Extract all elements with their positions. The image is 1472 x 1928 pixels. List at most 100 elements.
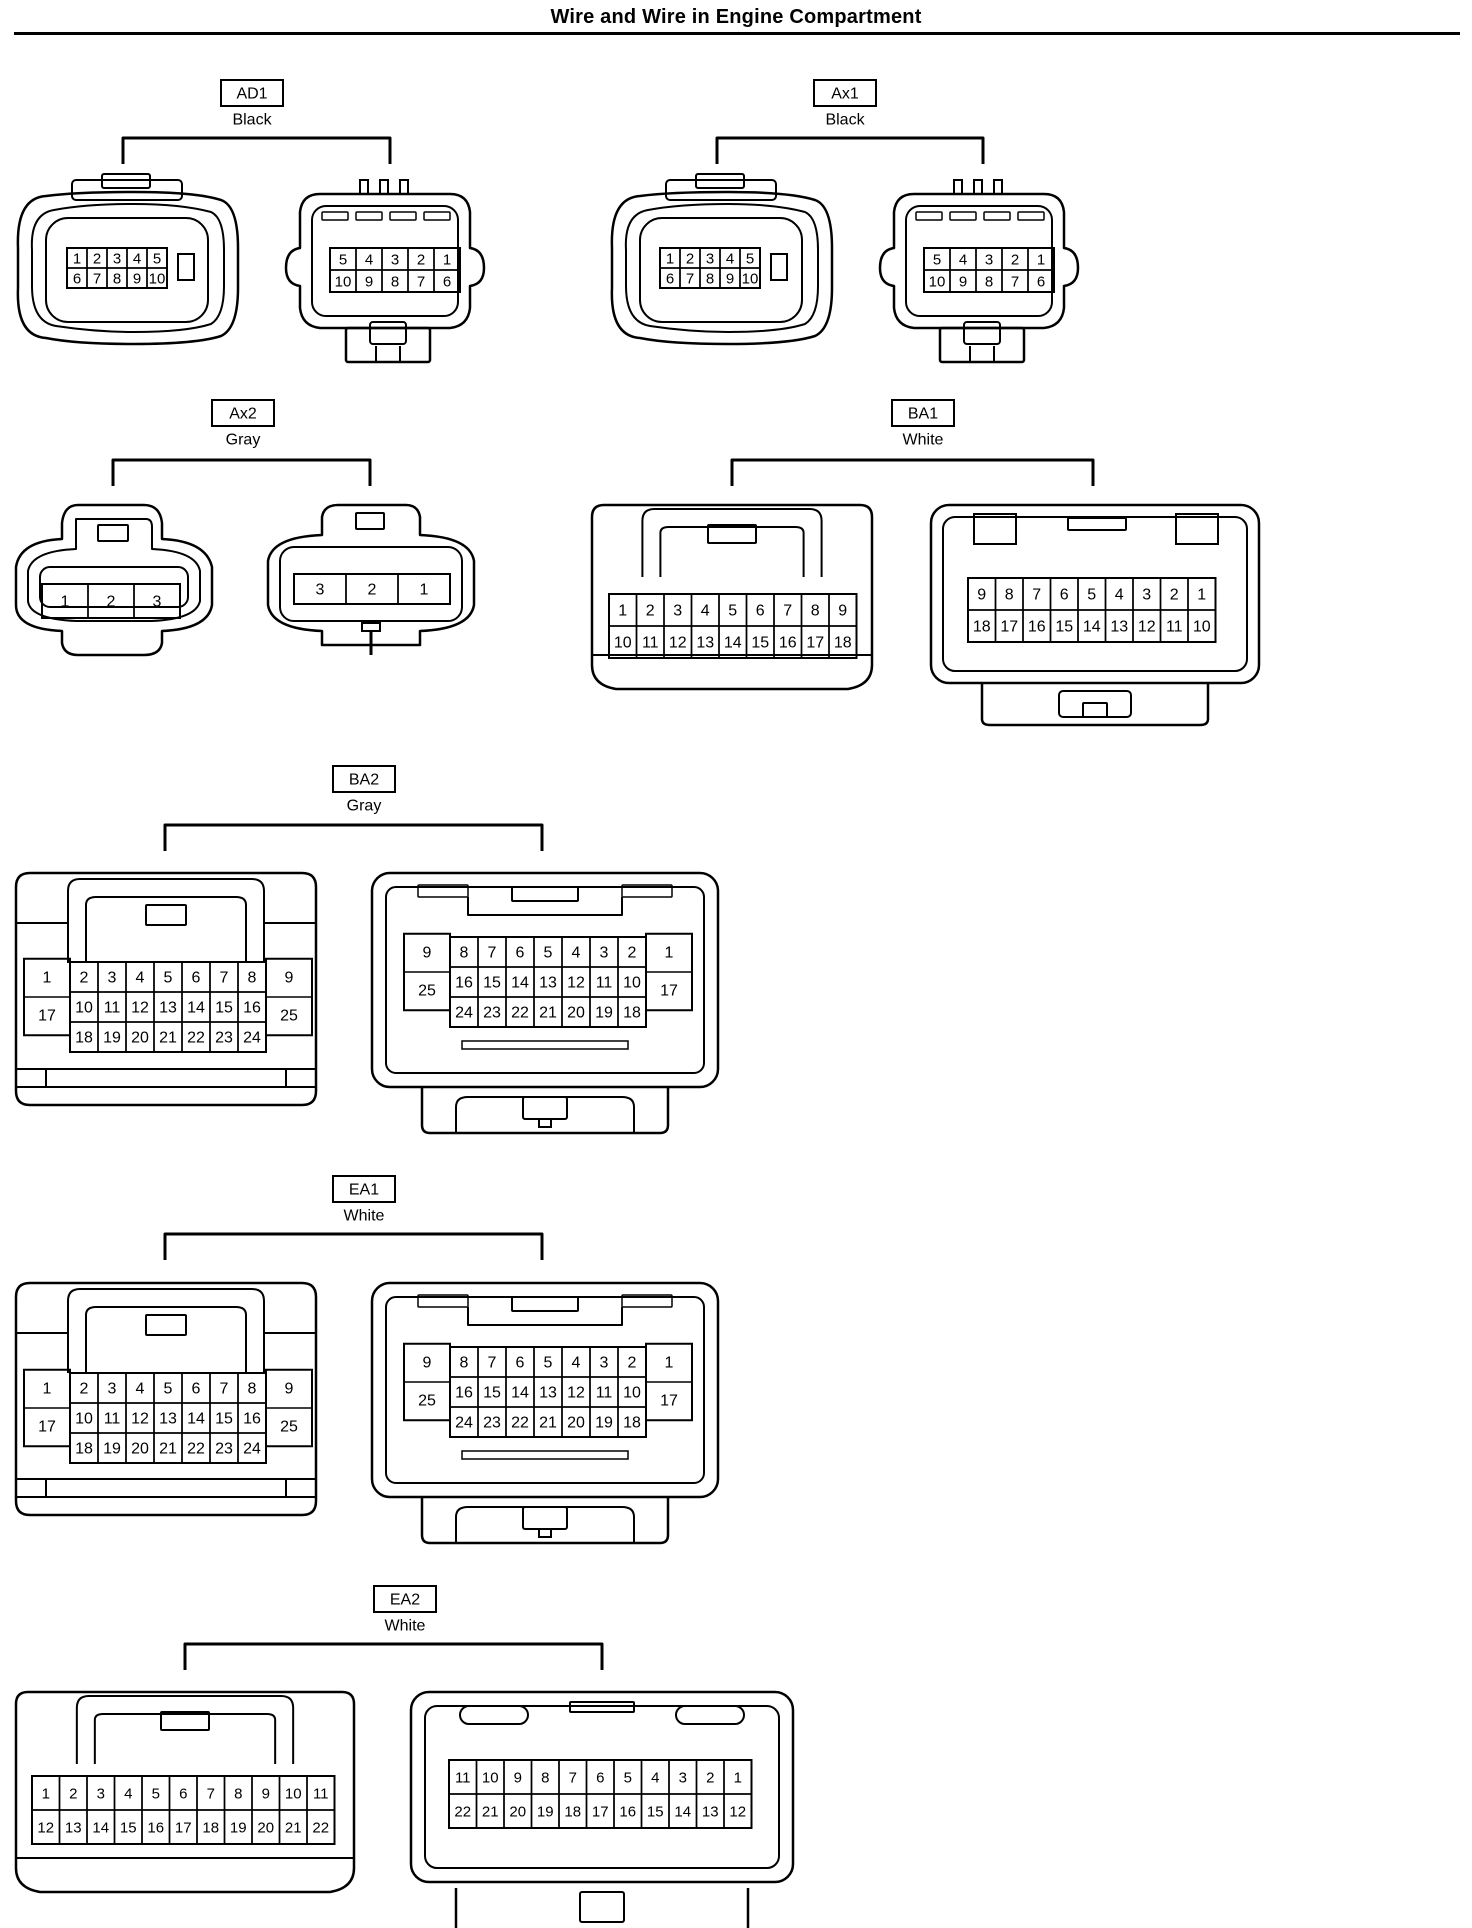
pin-number: 9 — [423, 944, 432, 961]
connector-lock-button — [522, 1096, 568, 1120]
pin-number: 19 — [537, 1804, 554, 1821]
connector-code-box — [373, 1585, 437, 1613]
connector-housing — [14, 1281, 318, 1517]
pin-number: 1 — [420, 582, 429, 599]
pin-number: 2 — [69, 1786, 77, 1803]
pin-number: 17 — [592, 1804, 609, 1821]
pin-number: 11 — [313, 1786, 329, 1803]
pin-number: 6 — [179, 1786, 187, 1803]
connector-top-rib — [71, 179, 183, 201]
pin-number: 9 — [514, 1770, 522, 1787]
pin-number: 5 — [746, 251, 754, 268]
pin-number: 3 — [97, 1786, 105, 1803]
pin-number: 9 — [959, 274, 967, 291]
connector-lock-tab — [420, 1497, 670, 1545]
pin-number: 24 — [243, 1441, 261, 1458]
pin-number: 1 — [1037, 252, 1045, 269]
pin-number: 14 — [1083, 619, 1101, 636]
pin-number: 1 — [43, 969, 52, 986]
pin-number: 8 — [113, 271, 121, 288]
pin-number: 23 — [483, 1005, 501, 1022]
connector-housing-inner — [624, 203, 819, 333]
pin-number: 1 — [443, 252, 451, 269]
pin-number: 1 — [734, 1770, 742, 1787]
pin-number: 2 — [417, 252, 425, 269]
pin-number: 23 — [483, 1415, 501, 1432]
connector-rib — [973, 179, 983, 195]
pin-number: 14 — [511, 975, 529, 992]
connector-key-slot — [973, 513, 1017, 545]
pin-number: 16 — [619, 1804, 636, 1821]
pin-number: 12 — [131, 1411, 149, 1428]
connector-code-box — [891, 399, 955, 427]
pin-number: 15 — [483, 1385, 501, 1402]
pin-number: 9 — [726, 271, 734, 288]
connector-bracket — [121, 136, 392, 164]
pin-number: 7 — [220, 1381, 229, 1398]
connector-latch-hood — [75, 1695, 295, 1764]
connector-latch-hood — [67, 878, 265, 963]
pin-number: 21 — [539, 1415, 557, 1432]
connector-latch — [145, 1314, 187, 1336]
pin-number: 6 — [666, 271, 674, 288]
pin-number: 21 — [482, 1804, 499, 1821]
pin-number: 19 — [595, 1005, 613, 1022]
connector-code-label: Ax2 — [229, 406, 257, 423]
pin-number: 9 — [285, 1380, 294, 1397]
pin-number: 11 — [104, 1000, 121, 1017]
connector-lock-latch — [963, 321, 1001, 345]
connector-bracket — [183, 1642, 604, 1670]
pin-number: 24 — [455, 1005, 473, 1022]
pin-number: 14 — [92, 1820, 109, 1837]
pin-number: 3 — [706, 251, 714, 268]
connector-latch — [695, 173, 745, 189]
connector-labels: AD1BlackAx1BlackAx2GrayBA1WhiteBA2GrayEA… — [111, 79, 1095, 1670]
connector-lock-latch — [369, 321, 407, 345]
connector-code-box — [211, 399, 275, 427]
pin-number: 8 — [460, 1355, 469, 1372]
connector-key-slot — [621, 1294, 673, 1308]
pin-number: 10 — [285, 1786, 302, 1803]
pin-number: 5 — [624, 1770, 632, 1787]
pin-number: 3 — [113, 251, 121, 268]
pin-number: 9 — [262, 1786, 270, 1803]
pin-cell — [397, 573, 451, 605]
pin-number: 2 — [628, 945, 637, 962]
pin-number: 12 — [1138, 619, 1156, 636]
pin-number: 7 — [417, 274, 425, 291]
pin-number: 10 — [75, 1411, 93, 1428]
pin-number: 5 — [728, 603, 737, 620]
pin-number: 8 — [706, 271, 714, 288]
connector-top-rib — [665, 179, 777, 201]
pin-number: 17 — [660, 1393, 678, 1410]
pin-number: 14 — [724, 635, 742, 652]
connector-inner-step — [467, 897, 623, 916]
pin-number: 9 — [423, 1354, 432, 1371]
connector-bracket — [730, 458, 1095, 486]
connector-housing-inner — [27, 518, 201, 622]
pin-number: 12 — [567, 975, 585, 992]
pin-number: 9 — [285, 969, 294, 986]
connector-latch — [160, 1711, 210, 1731]
pin-number: 1 — [665, 944, 674, 961]
pin-number: 8 — [460, 945, 469, 962]
pin-number: 25 — [418, 1393, 436, 1410]
connector-code-label: EA1 — [349, 1182, 379, 1199]
pin-number: 7 — [93, 271, 101, 288]
pin-number: 25 — [280, 1419, 298, 1436]
pin-number: 2 — [80, 1381, 89, 1398]
connector-lock-pin — [538, 1118, 552, 1128]
pin-number: 11 — [596, 975, 613, 992]
pin-number: 5 — [544, 1355, 553, 1372]
pin-number: 10 — [742, 271, 759, 288]
pin-number: 6 — [73, 271, 81, 288]
connector-housing — [14, 871, 318, 1107]
pin-number: 8 — [391, 274, 399, 291]
pin-number: 7 — [220, 970, 229, 987]
pin-number: 10 — [1193, 619, 1211, 636]
pin-cell — [133, 583, 181, 619]
connector-housing — [878, 192, 1080, 330]
pin-number: 19 — [595, 1415, 613, 1432]
connector-color-label: Black — [232, 112, 272, 129]
pin-number: 16 — [243, 1411, 261, 1428]
